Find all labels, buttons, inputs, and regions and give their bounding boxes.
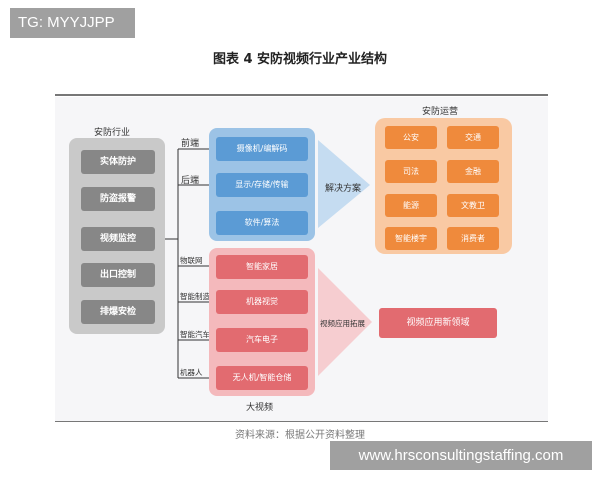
red-item-1: 机器视觉 bbox=[216, 290, 308, 314]
watermark-top-left: TG: MYYJJPP bbox=[10, 8, 135, 38]
left-item-1: 防盗报警 bbox=[81, 187, 155, 211]
red-item-0: 智能家居 bbox=[216, 255, 308, 279]
orange-item-3: 金融 bbox=[447, 160, 499, 183]
left-item-4: 排爆安检 bbox=[81, 300, 155, 324]
orange-item-4: 能源 bbox=[385, 194, 437, 217]
blue-item-0: 摄像机/编解码 bbox=[216, 137, 308, 161]
source-note: 资料来源：根据公开资料整理 bbox=[235, 430, 365, 441]
orange-group-label: 安防运营 bbox=[422, 107, 459, 117]
figure-title: 图表 4 安防视频行业产业结构 bbox=[212, 52, 388, 67]
solution-arrow bbox=[318, 140, 370, 228]
red-side-label-0: 物联网 bbox=[180, 256, 203, 265]
orange-item-1: 交通 bbox=[447, 126, 499, 149]
orange-item-7: 消费者 bbox=[447, 227, 499, 250]
left-item-0: 实体防护 bbox=[81, 150, 155, 174]
red-item-3: 无人机/智能仓储 bbox=[216, 366, 308, 390]
red-side-label-1: 智能制造 bbox=[180, 292, 210, 301]
solution-label: 解决方案 bbox=[325, 184, 362, 194]
orange-item-2: 司法 bbox=[385, 160, 437, 183]
blue-item-1: 显示/存储/传输 bbox=[216, 173, 308, 197]
watermark-bottom-right: www.hrsconsultingstaffing.com bbox=[330, 441, 592, 470]
orange-item-0: 公安 bbox=[385, 126, 437, 149]
blue-item-2: 软件/算法 bbox=[216, 211, 308, 235]
red-side-label-3: 机器人 bbox=[180, 368, 203, 377]
left-item-3: 出口控制 bbox=[81, 263, 155, 287]
red-item-2: 汽车电子 bbox=[216, 328, 308, 352]
back-end-label: 后端 bbox=[181, 176, 200, 186]
orange-item-5: 文教卫 bbox=[447, 194, 499, 217]
new-field-box: 视频应用新领域 bbox=[379, 308, 497, 338]
expansion-arrow bbox=[318, 268, 372, 376]
bottom-rule bbox=[55, 421, 548, 422]
red-side-label-2: 智能汽车 bbox=[180, 330, 210, 339]
orange-item-6: 智能楼宇 bbox=[385, 227, 437, 250]
big-video-label: 大视频 bbox=[246, 403, 274, 413]
left-group-label: 安防行业 bbox=[94, 128, 131, 138]
left-item-2: 视频监控 bbox=[81, 227, 155, 251]
top-rule bbox=[55, 94, 548, 96]
expansion-label: 视频应用拓展 bbox=[320, 319, 365, 328]
front-end-label: 前端 bbox=[181, 139, 200, 149]
